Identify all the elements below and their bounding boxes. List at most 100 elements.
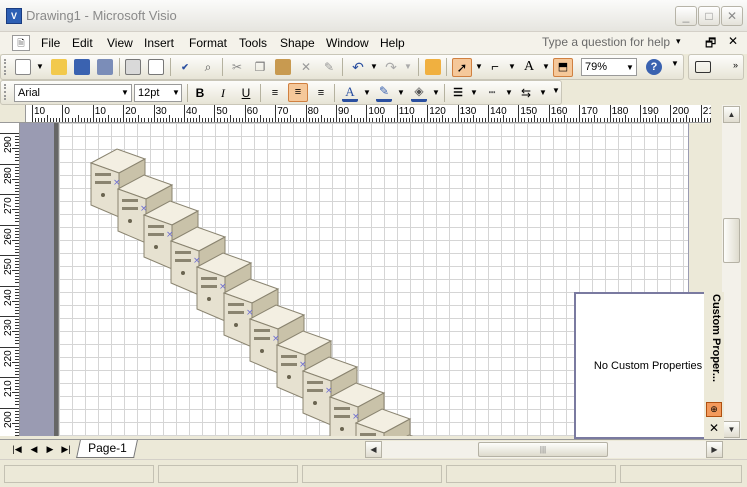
vertical-ruler[interactable]: 290280270260250240230220210200190 [0,123,20,436]
menu-help[interactable]: Help [380,36,405,50]
scroll-up-icon[interactable]: ▲ [723,106,740,123]
drawing-toolbar-more-icon[interactable]: » [733,60,739,70]
ruler-minor-tick [269,118,271,122]
redo-dropdown-icon[interactable]: ▼ [404,62,412,71]
copy-icon[interactable]: ❐ [254,60,266,74]
font-combo[interactable]: Arial [14,84,132,102]
visio-app-icon[interactable]: V [6,8,22,24]
help-icon[interactable]: ? [646,59,662,75]
restore-icon[interactable]: □ [698,6,720,26]
close-icon[interactable]: ✕ [721,6,743,26]
paste-icon[interactable] [275,59,291,75]
save-icon[interactable] [74,59,90,75]
scroll-down-icon[interactable]: ▼ [723,421,740,438]
font-size-dropdown-icon[interactable]: ▼ [172,88,180,97]
print-icon[interactable] [125,59,141,75]
menu-format[interactable]: Format [189,36,228,50]
ruler-corner[interactable] [0,105,26,123]
toolbar-grip[interactable] [4,59,7,75]
shapes-icon[interactable] [425,59,441,75]
new-icon[interactable] [15,59,31,75]
align-left-icon[interactable]: ≡ [271,87,279,99]
align-center-icon[interactable]: ≡ [288,83,308,102]
line-weight-dropdown-icon[interactable]: ▼ [470,88,478,97]
line-weight-icon[interactable]: ☰ [453,87,463,99]
pointer-dropdown-icon[interactable]: ▼ [475,62,483,71]
previous-page-icon[interactable]: ◀ [30,444,38,454]
horizontal-scroll-thumb[interactable]: ||| [478,442,608,457]
server-shape[interactable]: × [275,327,335,402]
connector-tool-icon[interactable]: ⌐ [491,59,499,74]
page-tab-page-1[interactable]: Page-1 [76,440,138,458]
vertical-scroll-thumb[interactable] [723,218,740,263]
toolbar-options-icon[interactable]: ▼ [671,59,679,68]
line-ends-dropdown-icon[interactable]: ▼ [539,88,547,97]
ruler-tick [640,105,641,122]
line-color-dropdown-icon[interactable]: ▼ [397,88,405,97]
custom-properties-window[interactable]: No Custom Properties [574,292,722,439]
rectangle-tool-icon[interactable] [695,61,711,73]
permission-icon[interactable] [97,59,113,75]
pin-icon[interactable]: ⊕ [706,402,722,417]
italic-button[interactable]: I [221,86,225,100]
server-shape[interactable]: × [381,431,441,436]
delete-icon[interactable]: ✕ [300,60,312,74]
menu-edit[interactable]: Edit [72,36,93,50]
minimize-icon[interactable]: _ [675,6,697,26]
first-page-icon[interactable]: |◀ [12,444,22,454]
scroll-left-icon[interactable]: ◀ [365,441,382,458]
menu-window[interactable]: Window [326,36,369,50]
menu-insert[interactable]: Insert [144,36,175,50]
zoom-dropdown-icon[interactable]: ▼ [626,63,634,72]
toolbar-grip[interactable] [4,84,7,100]
zoom-combo[interactable]: 79% [581,58,637,76]
text-tool-icon[interactable]: A [523,59,535,74]
doc-close-icon[interactable]: ✕ [728,34,739,48]
font-size-combo[interactable]: 12pt [134,84,182,102]
undo-icon[interactable]: ↶ [352,59,364,75]
font-dropdown-icon[interactable]: ▼ [121,88,129,97]
menu-view[interactable]: View [107,36,133,50]
doc-restore-icon[interactable]: 🗗 [705,36,717,50]
font-color-dropdown-icon[interactable]: ▼ [363,88,371,97]
ruler-minor-tick [260,115,261,122]
menu-file[interactable]: File [41,36,61,50]
scroll-right-icon[interactable]: ▶ [706,441,723,458]
line-pattern-dropdown-icon[interactable]: ▼ [505,88,513,97]
font-color-icon[interactable]: A [342,85,358,102]
spelling-icon[interactable]: ✔ [181,62,189,72]
line-pattern-icon[interactable]: ┅ [488,87,496,99]
line-color-icon[interactable]: ✎ [376,85,392,102]
server-shape[interactable]: × [354,405,414,436]
format-painter-icon[interactable]: ✎ [323,60,335,74]
research-icon[interactable]: ⌕ [204,60,212,74]
undo-dropdown-icon[interactable]: ▼ [370,62,378,71]
bold-button[interactable]: B [195,86,205,100]
fill-color-icon[interactable]: ◈ [411,85,427,102]
redo-icon[interactable]: ↷ [385,59,397,75]
connector-dropdown-icon[interactable]: ▼ [508,62,516,71]
fill-color-dropdown-icon[interactable]: ▼ [432,88,440,97]
document-icon[interactable]: 🗎 [12,35,30,51]
line-ends-icon[interactable]: ⇆ [520,86,532,100]
align-right-icon[interactable]: ≡ [317,87,325,99]
panel-close-icon[interactable]: ✕ [708,421,720,435]
pointer-tool-icon[interactable]: ➚ [452,58,472,77]
new-dropdown-icon[interactable]: ▼ [36,62,44,71]
ask-dropdown-icon[interactable]: ▾ [676,36,681,46]
underline-button[interactable]: U [241,86,251,100]
print-preview-icon[interactable] [148,59,164,75]
ask-question-input[interactable]: Type a question for help [542,35,671,49]
connection-point-icon[interactable]: ⬒ [553,58,573,77]
vertical-scrollbar[interactable] [722,105,741,439]
menu-shape[interactable]: Shape [280,36,315,50]
text-dropdown-icon[interactable]: ▼ [542,62,550,71]
drawing-canvas[interactable]: ×××××××××××× [20,123,689,436]
formatting-options-icon[interactable]: ▼ [552,86,560,95]
menu-tools[interactable]: Tools [239,36,268,50]
last-page-icon[interactable]: ▶| [61,444,71,454]
open-icon[interactable] [51,59,67,75]
next-page-icon[interactable]: ▶ [46,444,54,454]
cut-icon[interactable]: ✂ [231,60,243,74]
